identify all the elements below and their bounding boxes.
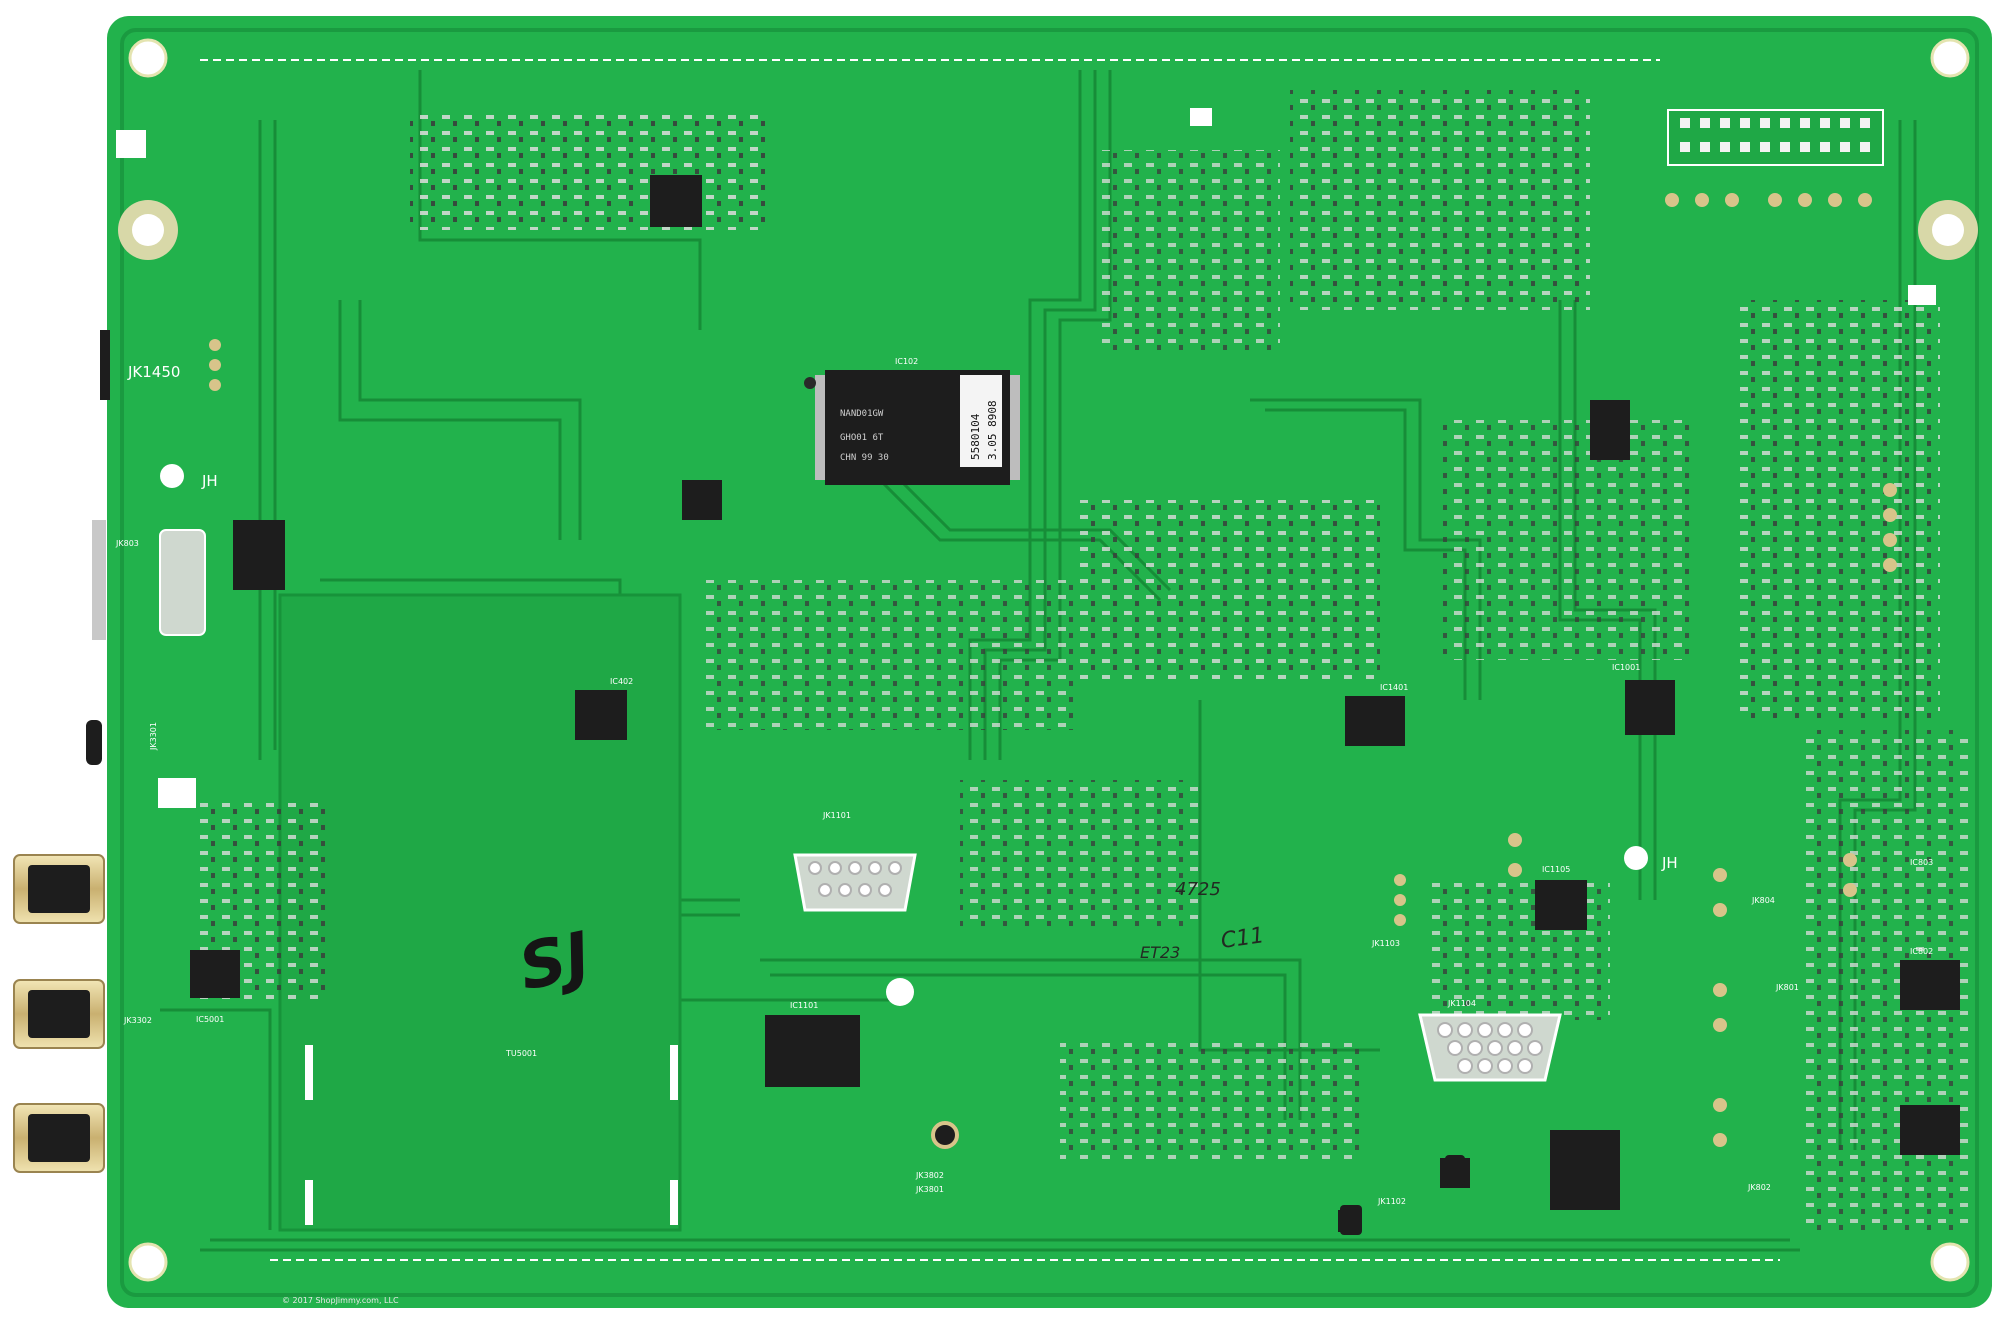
ic102-sticker-1: 5580104 (969, 413, 982, 460)
mounting-holes (118, 38, 1978, 1282)
ic802-label: IC802 (1910, 947, 1933, 956)
ic102-marking-2: GHO01 6T (840, 433, 884, 443)
ic1101-label: IC1101 (790, 1001, 818, 1010)
jk3801-label: JK3801 (915, 1185, 944, 1194)
jk801-label: JK801 (1775, 983, 1799, 992)
jk1102-label: JK1102 (1377, 1197, 1406, 1206)
jk1101-label: JK1101 (822, 811, 851, 820)
pin-headers (209, 193, 1897, 1147)
tuner-label: TU5001 (505, 1049, 537, 1058)
rca-jacks (13, 330, 110, 1173)
ic5001-label: IC5001 (196, 1015, 224, 1024)
ic803-label: IC803 (1910, 858, 1933, 867)
ic102-marking-1: NAND01GW (840, 409, 884, 419)
ic102-chip: IC102 NAND01GW GHO01 6T CHN 99 30 558010… (804, 357, 1020, 485)
jk1103-label: JK1103 (1371, 939, 1400, 948)
white-label-blocks (116, 108, 1936, 808)
handwritten-et23: ET23 (1140, 943, 1180, 962)
ic402-label: IC402 (610, 677, 633, 686)
ic102-label: IC102 (895, 357, 918, 366)
ic102-marking-3: CHN 99 30 (840, 453, 889, 463)
ic1401-label: IC1401 (1380, 683, 1408, 692)
jk802-label: JK802 (1747, 1183, 1771, 1192)
jk1450-label: JK1450 (127, 363, 180, 381)
jk3302-label: JK3302 (123, 1016, 152, 1025)
capacitors (1340, 1155, 1465, 1235)
copyright-watermark: © 2017 ShopJimmy.com, LLC (282, 1296, 399, 1305)
jk803-label: JK803 (115, 539, 139, 548)
vga-connector-pads (159, 529, 1562, 1082)
handwritten-sj: SJ (513, 919, 597, 1006)
handwritten-4725: 4725 (1175, 879, 1221, 900)
jh-right-label: JH (1661, 854, 1678, 872)
jk3802-label: JK3802 (915, 1171, 944, 1180)
ic1105-label: IC1105 (1542, 865, 1570, 874)
ic102-sticker-2: 3.05 8908 (986, 400, 999, 460)
jk804-label: JK804 (1751, 896, 1775, 905)
handwritten-c11: C11 (1219, 923, 1265, 954)
jh-left-label: JH (201, 472, 218, 490)
ic1001-label: IC1001 (1612, 663, 1640, 672)
jk3301-label: JK3301 (149, 722, 158, 751)
jk1104-label: JK1104 (1447, 999, 1476, 1008)
